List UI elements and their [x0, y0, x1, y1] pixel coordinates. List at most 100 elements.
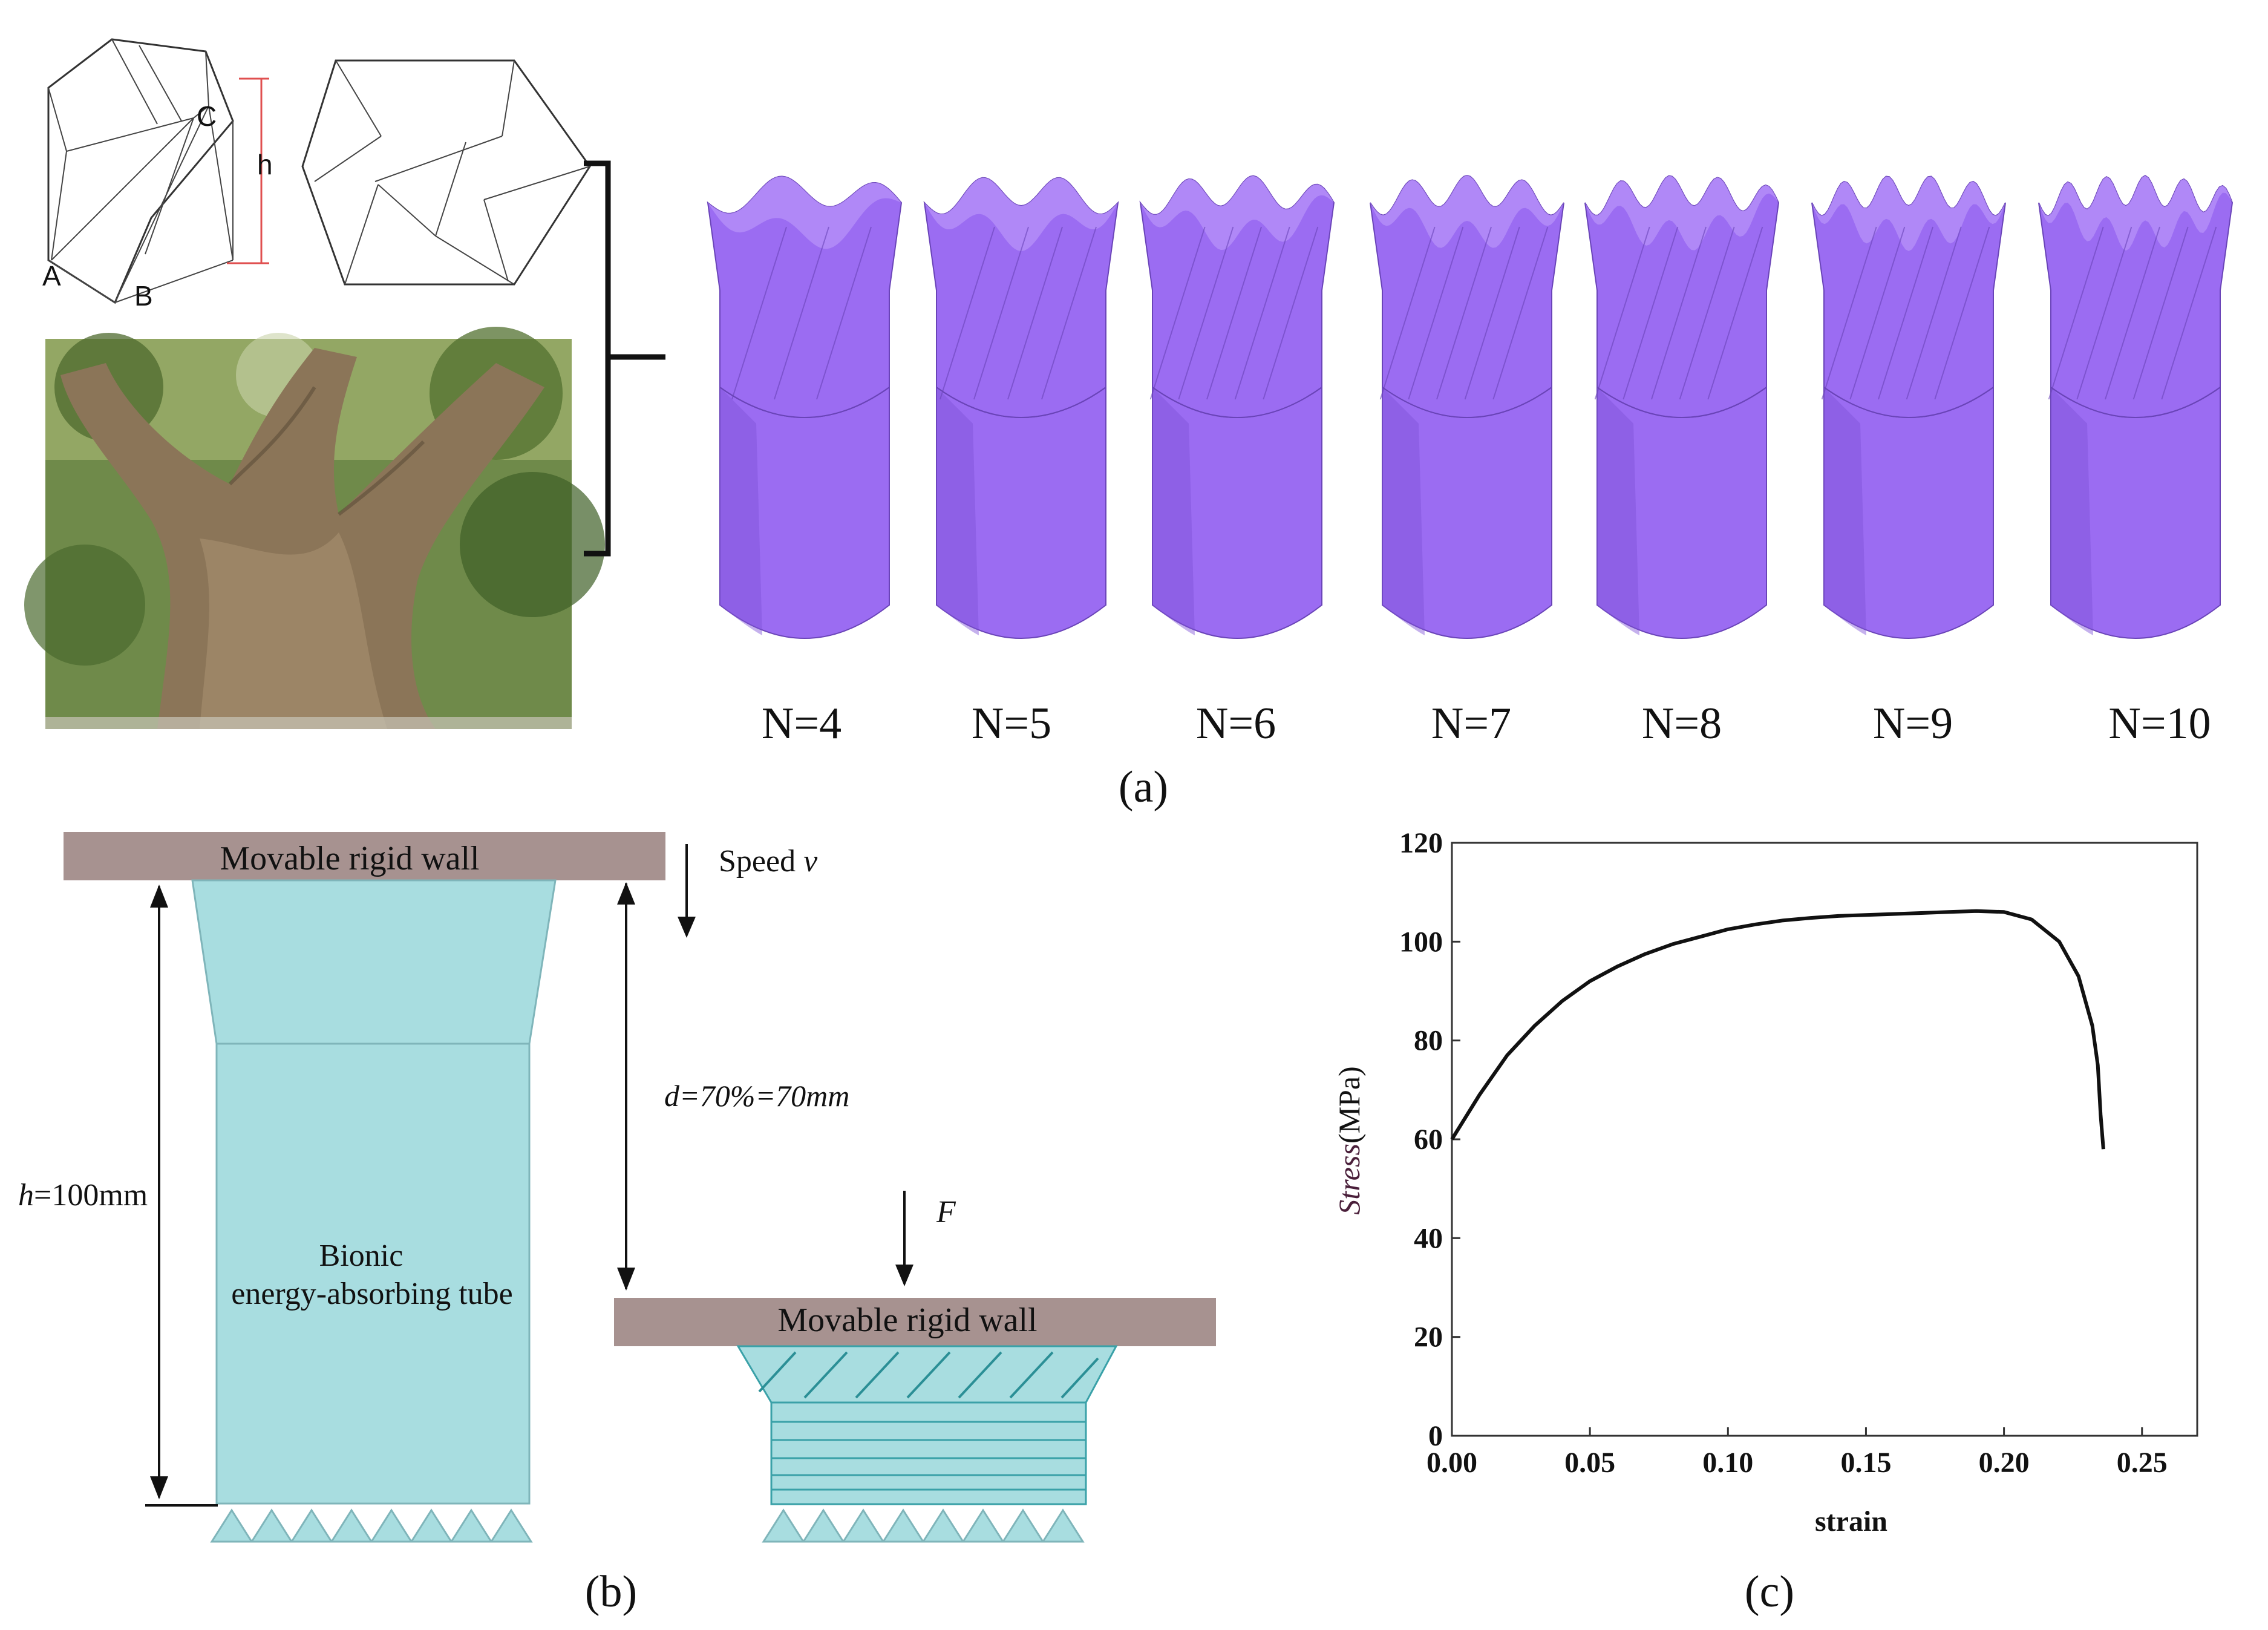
x-tick-label: 0.20: [1979, 1447, 2030, 1479]
tree-trunk-photo: [24, 327, 605, 729]
tube-model-n5: [923, 177, 1119, 639]
tube-twist-line: [973, 226, 1029, 400]
tube-lower-cylinder: [1152, 387, 1322, 639]
support-triangle: [842, 1508, 885, 1543]
tube-twist-line: [2105, 226, 2160, 400]
fixed-support-right: [762, 1508, 1085, 1543]
displacement-label: d=70%=70mm: [664, 1079, 849, 1113]
panel-a: A B C h: [24, 38, 2234, 812]
x-tick-label: 0.05: [1564, 1447, 1615, 1479]
tube-twist-line: [1906, 226, 1962, 400]
support-triangle: [489, 1508, 533, 1543]
tube-twist-line: [1041, 226, 1097, 400]
label-point-c: C: [197, 100, 217, 132]
tube-mouth: [708, 176, 901, 249]
force-arrow: [895, 1191, 913, 1286]
tube-twist-line: [1178, 226, 1234, 400]
tube-models-group: [707, 174, 2234, 639]
tube-shading: [1152, 387, 1195, 635]
tube-twist-line: [1679, 226, 1735, 400]
top-rigid-wall-label: Movable rigid wall: [220, 840, 479, 877]
panel-b-caption: (b): [585, 1567, 637, 1617]
tube-twist-line: [1149, 226, 1206, 400]
x-tick-label: 0.15: [1840, 1447, 1891, 1479]
y-tick-label: 100: [1399, 926, 1443, 958]
speed-label: Speed v: [719, 844, 818, 879]
tube-lower-cylinder: [1596, 387, 1767, 639]
force-label: F: [936, 1195, 956, 1229]
fixed-support-left: [210, 1508, 533, 1543]
bottom-rigid-wall-label: Movable rigid wall: [777, 1301, 1037, 1339]
tube-twist-line: [1821, 226, 1877, 400]
tube-mouth: [2039, 175, 2232, 251]
hexagon-section-diagram: [301, 59, 591, 286]
tube-lower-cylinder: [2050, 387, 2221, 639]
tube-label-n10: N=10: [2108, 699, 2211, 748]
y-axis-label-italic: Stress: [1332, 1144, 1366, 1215]
tube-model-n4: [707, 175, 903, 639]
y-tick-label: 60: [1414, 1124, 1443, 1156]
chart-plot-frame: [1451, 842, 2198, 1437]
x-tick-label: 0.25: [2117, 1447, 2168, 1479]
bionic-tube-body: [215, 1042, 531, 1505]
tube-lower-cylinder: [936, 387, 1106, 639]
tube-twist-line: [774, 226, 829, 400]
tube-model-n10: [2038, 175, 2234, 639]
displacement-arrow: [617, 882, 635, 1291]
chart-x-axis-label: strain: [1815, 1505, 1887, 1537]
tube-twist-line: [1623, 226, 1679, 400]
tube-twist-line: [1206, 226, 1262, 400]
tube-shading: [2051, 387, 2093, 635]
tube-model-n6: [1139, 175, 1335, 639]
tube-twist-line: [731, 226, 787, 400]
tube-twist-line: [1379, 226, 1436, 400]
height-value: =100mm: [34, 1178, 148, 1213]
support-triangle: [290, 1508, 333, 1543]
tube-label-n5: N=5: [972, 699, 1051, 748]
tube-lower-cylinder: [1382, 387, 1552, 639]
chart-y-axis-label: Stress(MPa): [1332, 1066, 1366, 1214]
support-triangle: [449, 1508, 493, 1543]
tube-mouth: [1585, 175, 1779, 250]
support-triangle: [210, 1508, 253, 1543]
tube-shading: [1824, 387, 1866, 635]
grouping-bracket: [584, 160, 665, 557]
tube-twist-line: [1007, 226, 1063, 400]
panel-c-caption: (c): [1745, 1567, 1794, 1617]
support-triangle: [1001, 1508, 1045, 1543]
y-tick-label: 0: [1428, 1420, 1443, 1452]
x-tick-label: 0.10: [1702, 1447, 1753, 1479]
label-height-h: h: [257, 149, 273, 180]
height-dimension-arrow: [145, 885, 218, 1507]
tube-label-n8: N=8: [1642, 699, 1722, 748]
tube-twist-line: [1707, 226, 1763, 400]
y-tick-label: 20: [1414, 1321, 1443, 1353]
tube-shading: [720, 387, 762, 635]
support-triangle: [410, 1508, 453, 1543]
support-triangle: [802, 1508, 845, 1543]
tube-twist-line: [1878, 226, 1933, 400]
tube-twist-line: [1849, 226, 1906, 400]
tube-twist-line: [2076, 226, 2132, 400]
tube-label-n9: N=9: [1873, 699, 1953, 748]
tube-twist-line: [940, 226, 995, 400]
tube-label-n7: N=7: [1431, 699, 1511, 748]
tube-twist-line: [2161, 226, 2217, 400]
height-label: h=100mm: [18, 1178, 148, 1213]
speed-arrow: [678, 844, 696, 938]
x-tick-label: 0.00: [1426, 1447, 1477, 1479]
support-triangle: [762, 1508, 805, 1543]
support-triangle: [370, 1508, 413, 1543]
y-tick-label: 40: [1414, 1222, 1443, 1254]
tube-lower-cylinder: [1823, 387, 1994, 639]
crushed-fold-layers: [771, 1421, 1086, 1491]
support-triangle: [330, 1508, 373, 1543]
support-triangle: [250, 1508, 293, 1543]
top-rigid-wall: [64, 832, 665, 880]
support-triangle: [921, 1508, 965, 1543]
tube-model-n9: [1811, 175, 2006, 639]
tube-twist-line: [1408, 226, 1464, 400]
crushed-fold-hatching: [758, 1351, 1099, 1399]
tube-twist-line: [1594, 226, 1650, 400]
tube-label-n4: N=4: [762, 699, 842, 748]
